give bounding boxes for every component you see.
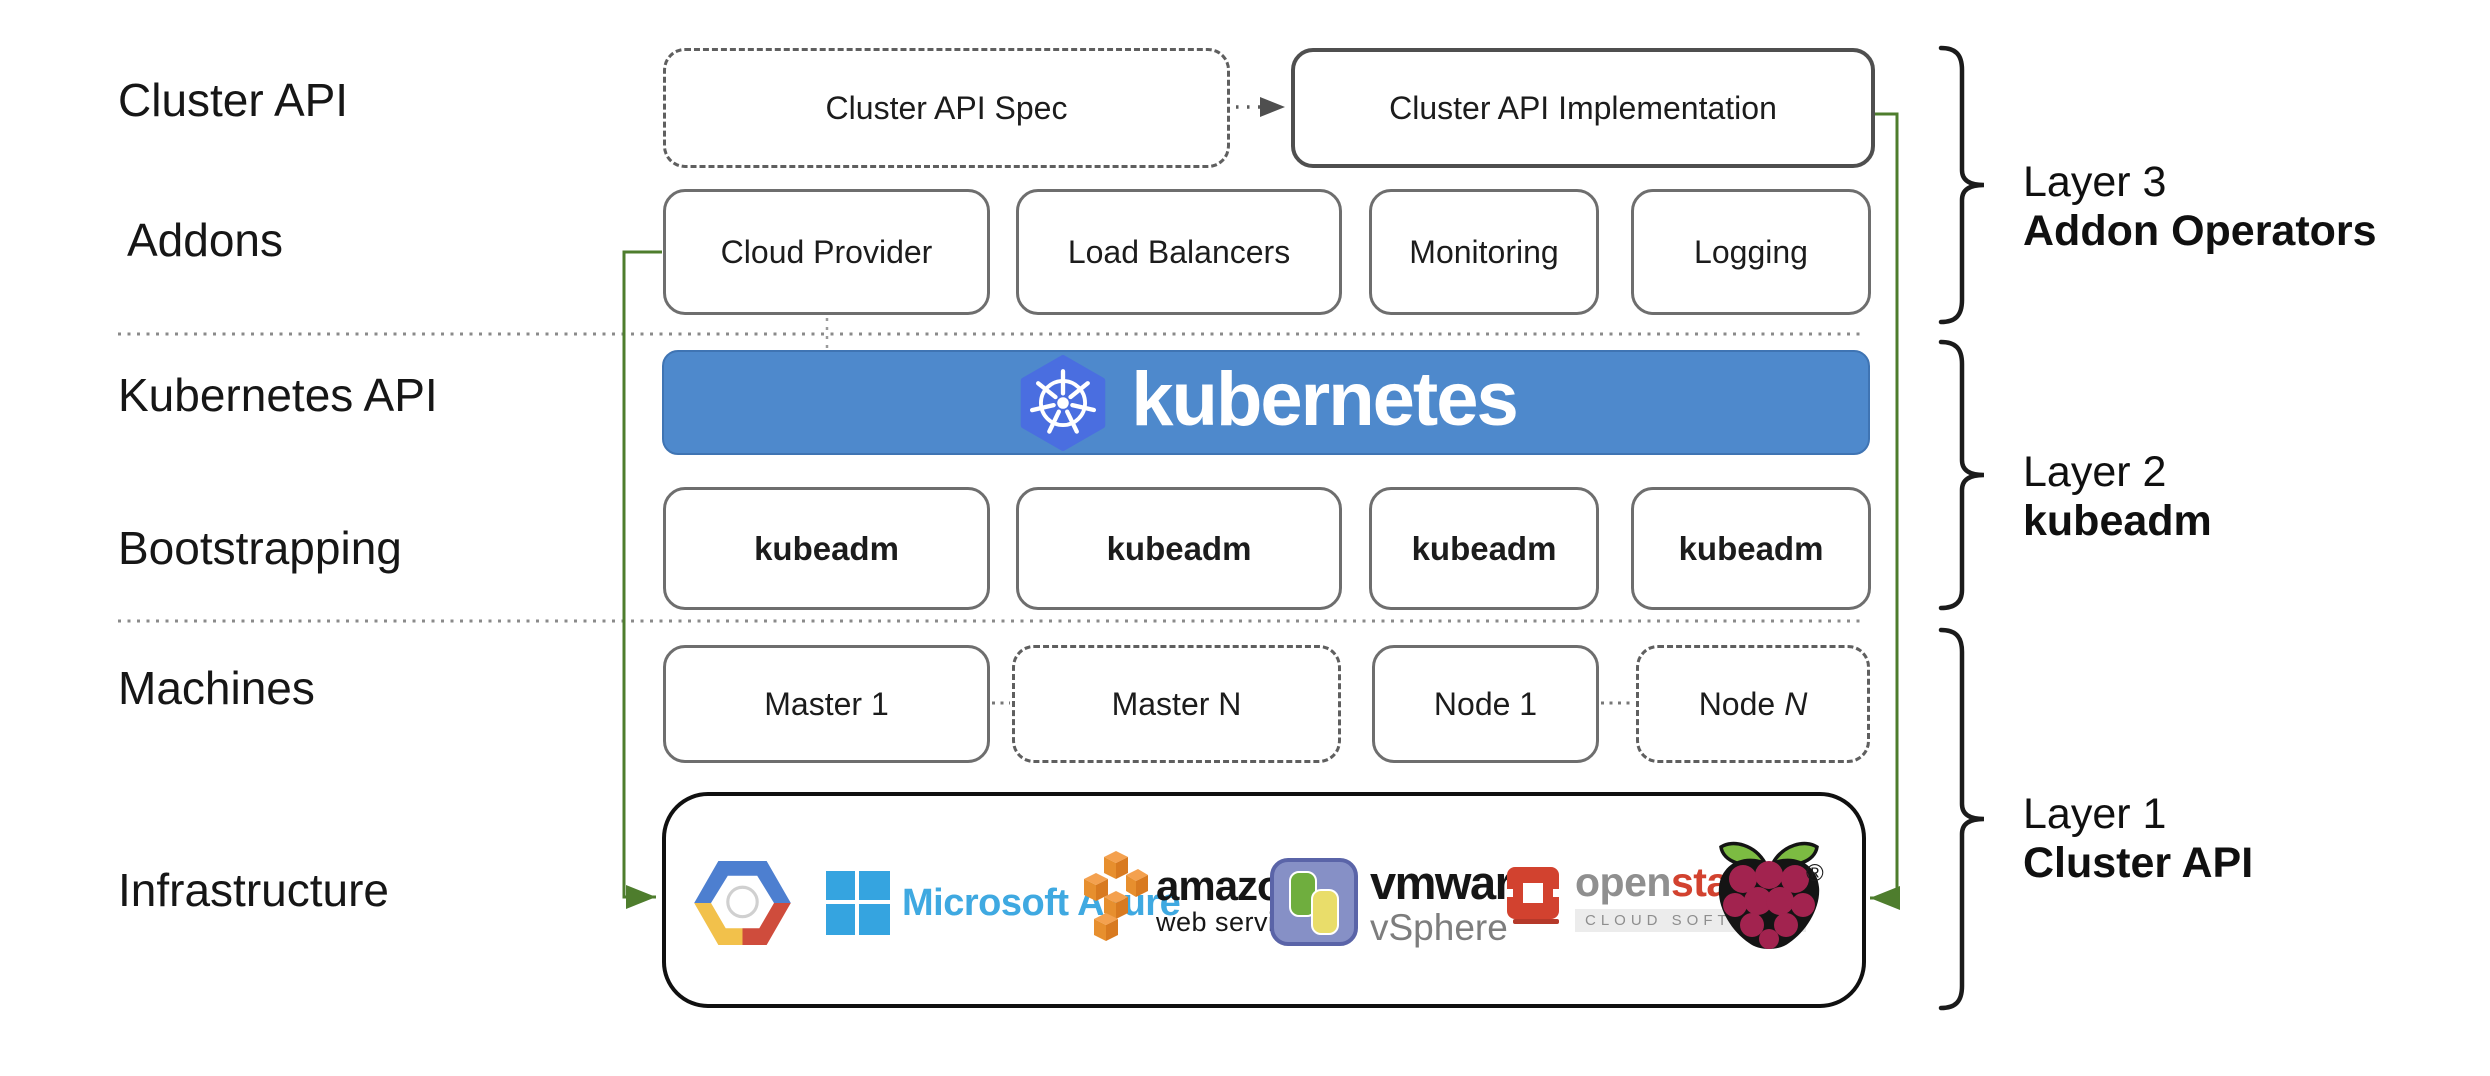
layer1-annotation: Layer 1 Cluster API <box>2023 790 2253 888</box>
node-n-box: Node N <box>1636 645 1870 763</box>
layer1-title: Layer 1 <box>2023 790 2167 838</box>
cluster-api-spec-box: Cluster API Spec <box>663 48 1230 168</box>
row-label-bootstrapping: Bootstrapping <box>118 522 402 574</box>
layer1-brace <box>1938 627 1985 1011</box>
aws-cubes-icon <box>1084 851 1148 941</box>
google-cloud-icon <box>694 861 791 945</box>
node-n-label-suffix: N <box>1784 685 1808 722</box>
cloud-provider-box: Cloud Provider <box>663 189 990 315</box>
vmware-vsphere-logo: vmware® vSphere <box>1270 858 1548 948</box>
node-1-label: Node 1 <box>1433 685 1538 722</box>
monitoring-label: Monitoring <box>1409 233 1559 270</box>
row-label-kubernetes-api: Kubernetes API <box>118 369 438 421</box>
kubernetes-logo-icon <box>1021 354 1106 451</box>
implementation-to-infrastructure-green-arrow <box>1870 112 1900 910</box>
kubeadm-label: kubeadm <box>1411 529 1557 567</box>
layer3-annotation: Layer 3 Addon Operators <box>2023 158 2377 256</box>
layer1-subtitle: Cluster API <box>2023 839 2254 887</box>
row-label-addons: Addons <box>127 214 284 266</box>
kubeadm-box-4: kubeadm <box>1631 487 1871 610</box>
master-n-box: Master N <box>1012 645 1341 763</box>
infrastructure-providers-box <box>662 792 1866 1008</box>
raspberry-pi-logo: ® <box>1714 832 1824 954</box>
layer2-subtitle: kubeadm <box>2023 497 2212 545</box>
layer3-brace <box>1938 45 1985 325</box>
row-label-machines: Machines <box>118 662 315 714</box>
cluster-api-spec-label: Cluster API Spec <box>825 89 1068 126</box>
load-balancers-box: Load Balancers <box>1016 189 1342 315</box>
kubeadm-label: kubeadm <box>1678 529 1824 567</box>
logging-label: Logging <box>1694 233 1808 270</box>
cloudprovider-to-infrastructure-green-arrow <box>622 250 662 909</box>
google-cloud-logo <box>690 848 795 958</box>
row-label-cluster-api: Cluster API <box>118 74 349 126</box>
vsphere-icon <box>1270 858 1358 946</box>
kubeadm-box-2: kubeadm <box>1016 487 1342 610</box>
windows-flag-icon <box>826 871 890 935</box>
kubeadm-box-3: kubeadm <box>1369 487 1599 610</box>
row-label-infrastructure: Infrastructure <box>118 864 389 916</box>
master-n-label: Master N <box>1111 685 1242 722</box>
kubeadm-box-1: kubeadm <box>663 487 990 610</box>
kubeadm-label: kubeadm <box>1106 529 1252 567</box>
layer3-subtitle: Addon Operators <box>2023 207 2377 255</box>
raspberry-pi-registered-mark: ® <box>1806 860 1824 887</box>
vsphere-label: vSphere <box>1370 906 1508 948</box>
layer2-title: Layer 2 <box>2023 448 2167 496</box>
kubernetes-banner: kubernetes <box>662 350 1870 455</box>
node-1-box: Node 1 <box>1372 645 1599 763</box>
master-1-label: Master 1 <box>764 685 889 722</box>
cloud-provider-label: Cloud Provider <box>720 233 933 270</box>
master-1-box: Master 1 <box>663 645 990 763</box>
node-n-label-prefix: Node <box>1698 685 1776 722</box>
logging-box: Logging <box>1631 189 1871 315</box>
layer2-brace <box>1938 339 1985 611</box>
cluster-api-implementation-label: Cluster API Implementation <box>1389 89 1777 126</box>
layer3-title: Layer 3 <box>2023 158 2167 206</box>
load-balancers-label: Load Balancers <box>1067 233 1291 270</box>
monitoring-box: Monitoring <box>1369 189 1599 315</box>
kubeadm-label: kubeadm <box>754 529 899 567</box>
cluster-api-implementation-box: Cluster API Implementation <box>1291 48 1875 168</box>
layer2-annotation: Layer 2 kubeadm <box>2023 448 2212 546</box>
raspberry-pi-icon <box>1718 841 1820 949</box>
kubernetes-wordmark: kubernetes <box>1131 357 1518 442</box>
openstack-icon <box>1505 867 1561 924</box>
openstack-open-label: open <box>1575 859 1671 905</box>
